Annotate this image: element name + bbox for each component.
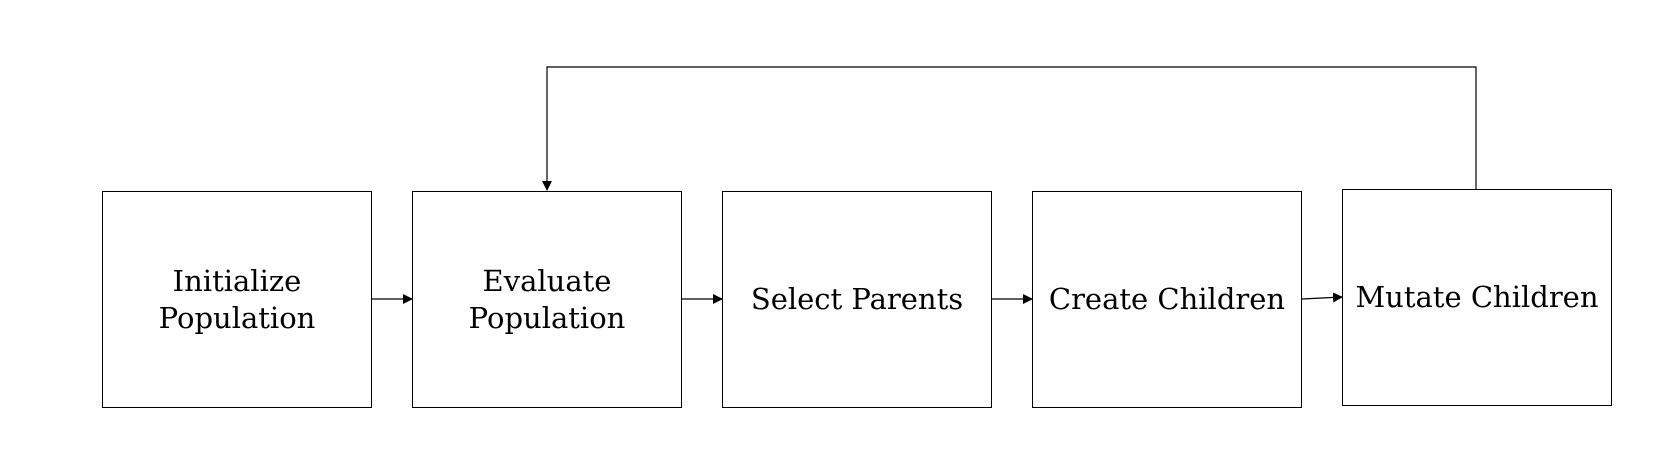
node-initialize-population-label: Initialize Population: [158, 263, 316, 335]
node-mutate-children: Mutate Children: [1342, 189, 1612, 406]
node-create-children: Create Children: [1032, 191, 1302, 408]
node-select-parents-label: Select Parents: [750, 282, 964, 316]
edge-mutate-to-evaluate-loop: [542, 66, 1477, 191]
node-create-children-label: Create Children: [1048, 282, 1286, 316]
node-evaluate-population: Evaluate Population: [412, 191, 682, 408]
node-initialize-population: Initialize Population: [102, 191, 372, 408]
node-evaluate-population-label: Evaluate Population: [468, 263, 626, 335]
edge-create-to-mutate: [1301, 292, 1343, 303]
node-mutate-children-label: Mutate Children: [1355, 280, 1599, 314]
node-select-parents: Select Parents: [722, 191, 992, 408]
